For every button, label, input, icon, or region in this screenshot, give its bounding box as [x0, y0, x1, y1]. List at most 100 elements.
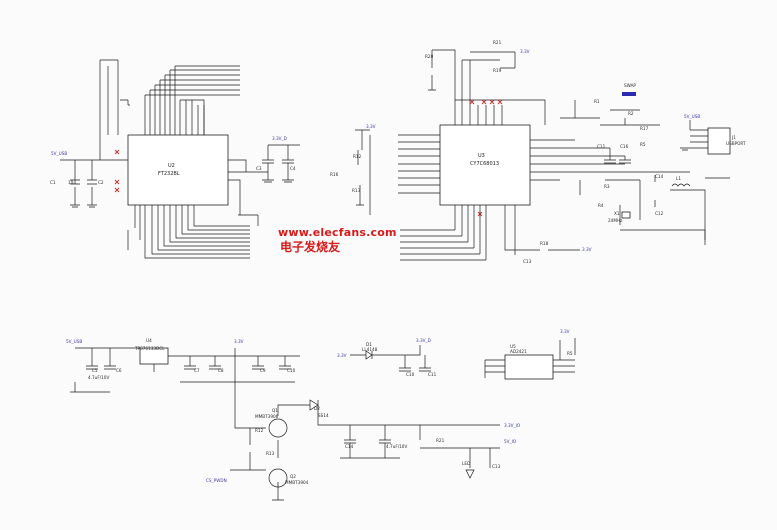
u3-top-wiring: R20 R21 R19 3.3V — [425, 40, 546, 125]
u2-bottom-bus — [127, 159, 268, 259]
usb-name: USBPORT — [726, 141, 746, 146]
u3-ref: U3 — [478, 153, 485, 159]
c5-val: 4.7uF/10V — [88, 375, 109, 380]
swap-net: SWAP — [624, 83, 636, 88]
r5-ref: R5 — [640, 142, 646, 147]
c13-ref: C13 — [523, 259, 532, 264]
c9-ref: C9 — [260, 368, 266, 373]
r12-ref: R12 — [353, 154, 362, 159]
c14-ref: C14 — [655, 174, 664, 179]
c14b-ref: C14 — [345, 444, 354, 449]
c10b-ref: C10 — [406, 372, 415, 377]
u3-bottom-wiring: R18 3.3V C13 — [400, 205, 592, 264]
u3-left-wiring: 3.3V R12 R13 R16 — [330, 124, 440, 215]
q2-icon — [268, 468, 288, 488]
r1-ref: R1 — [594, 99, 600, 104]
r20-ref: R20 — [425, 54, 434, 59]
r21b-ref: R21 — [436, 438, 445, 443]
c7-ref: C7 — [194, 368, 200, 373]
c13b-ref: C13 — [492, 464, 501, 469]
c15-val: 4.7uF/10V — [386, 444, 407, 449]
u3-bottom-net: 3.3V — [582, 247, 592, 252]
r3-ref: R3 — [604, 184, 610, 189]
d1-part: LL4148 — [362, 347, 378, 352]
x1-ref: X1 — [614, 211, 620, 216]
led-ref: LED — [462, 461, 470, 466]
u3-right-wiring: R1 SWAP R2 R17 R5 C11 C16 R3 R4 X1 24MHz… — [530, 83, 730, 245]
output-caps: C14 4.7uF/10V R21 LED C13 3.3V_IO 5V_IO — [340, 423, 521, 479]
reg-in-net: 5V_USB — [66, 339, 82, 344]
u4-part: TPS76133DCL — [134, 346, 165, 351]
led-icon — [465, 469, 475, 479]
c11-ref: C11 — [597, 144, 606, 149]
r17-ref: R17 — [640, 126, 649, 131]
d2-ref: D2 — [314, 406, 320, 411]
u3-part: CY7C68013 — [470, 161, 499, 167]
out-3v3-net: 3.3V_IO — [504, 423, 521, 428]
usb-vbus-net: 5V_USB — [684, 114, 700, 119]
r2-ref: R2 — [628, 111, 634, 116]
cs-pwdn-net: CS_PWDN — [206, 478, 227, 483]
c5-ref: C5 — [92, 368, 98, 373]
d2-diode-icon — [309, 399, 319, 411]
u2-power: 5V_USB C1 104 C2 — [50, 151, 128, 208]
usb-connector: 5V_USB J1 USBPORT — [680, 114, 746, 155]
reg-out-net: 3.3V — [234, 339, 244, 344]
r13-ref: R13 — [352, 188, 361, 193]
q2-part: MMBT3904 — [285, 480, 309, 485]
u5-part: AD2421 — [510, 349, 527, 354]
u2-no-connects — [114, 149, 120, 193]
c1-val: 104 — [68, 180, 76, 185]
crystal-icon — [621, 211, 631, 219]
u5-ref: U5 — [510, 344, 516, 349]
u3-top-net: 3.3V — [520, 49, 530, 54]
u2-3v3-net: 3.3V_D — [272, 136, 287, 141]
d2-part: SS14 — [318, 413, 329, 418]
r4-ref: R4 — [598, 203, 604, 208]
c6-ref: C6 — [116, 368, 122, 373]
d1-in-net: 3.3V — [337, 353, 347, 358]
c1-ref: C1 — [50, 180, 56, 185]
u2-ref: U2 — [168, 163, 175, 169]
r19-ref: R19 — [493, 68, 502, 73]
r16-ref: R16 — [330, 172, 339, 177]
out-5v-net: 5V_IO — [504, 439, 517, 444]
c11b-ref: C11 — [428, 372, 437, 377]
c2-ref: C2 — [98, 180, 104, 185]
u5-vcc-net: 3.3V — [560, 329, 570, 334]
watermark-cn: 电子发烧友 — [280, 240, 341, 254]
d1-net: 3.3V_D — [416, 338, 431, 343]
x1-val: 24MHz — [608, 218, 623, 223]
q1-part: MMBT3906 — [255, 414, 279, 419]
u4-ref: U4 — [146, 338, 152, 343]
q2-base-r: R13 — [266, 451, 275, 456]
swap-switch-icon — [622, 92, 636, 96]
c10-ref: C10 — [287, 368, 296, 373]
c16-ref: C16 — [620, 144, 629, 149]
u2-chip: U2 FT232BL — [127, 134, 229, 206]
u5-chip: U5 AD2421 R5 3.3V — [484, 329, 576, 380]
c8-ref: C8 — [218, 368, 224, 373]
u2-top-bus — [99, 59, 240, 160]
u4-regulator: U4 TPS76133DCL 5V_USB 3.3V C5 4.7uF/10V … — [66, 338, 300, 393]
q1-ref: Q1 — [272, 408, 278, 413]
u3-chip: U3 CY7C68013 — [439, 124, 531, 206]
c12-ref: C12 — [655, 211, 664, 216]
u2-part: FT232BL — [158, 171, 180, 177]
u2-right-caps: 3.3V_D C3 C4 — [256, 136, 300, 183]
usb-ref: J1 — [731, 135, 736, 140]
r18-ref: R18 — [540, 241, 549, 246]
r5b-ref: R5 — [567, 351, 573, 356]
q1-base-r: R12 — [255, 428, 264, 433]
watermark-url: www.elecfans.com — [278, 226, 397, 239]
d1-diode: D1 LL4148 3.3V_D 3.3V C10 C11 — [337, 338, 437, 377]
c3-ref: C3 — [256, 166, 262, 171]
u3-left-net: 3.3V — [366, 124, 376, 129]
d1-ref: D1 — [366, 342, 372, 347]
inductor-icon — [671, 183, 691, 187]
c4-ref: C4 — [290, 166, 296, 171]
d1-diode-icon — [365, 350, 373, 360]
q1-icon — [268, 418, 288, 438]
